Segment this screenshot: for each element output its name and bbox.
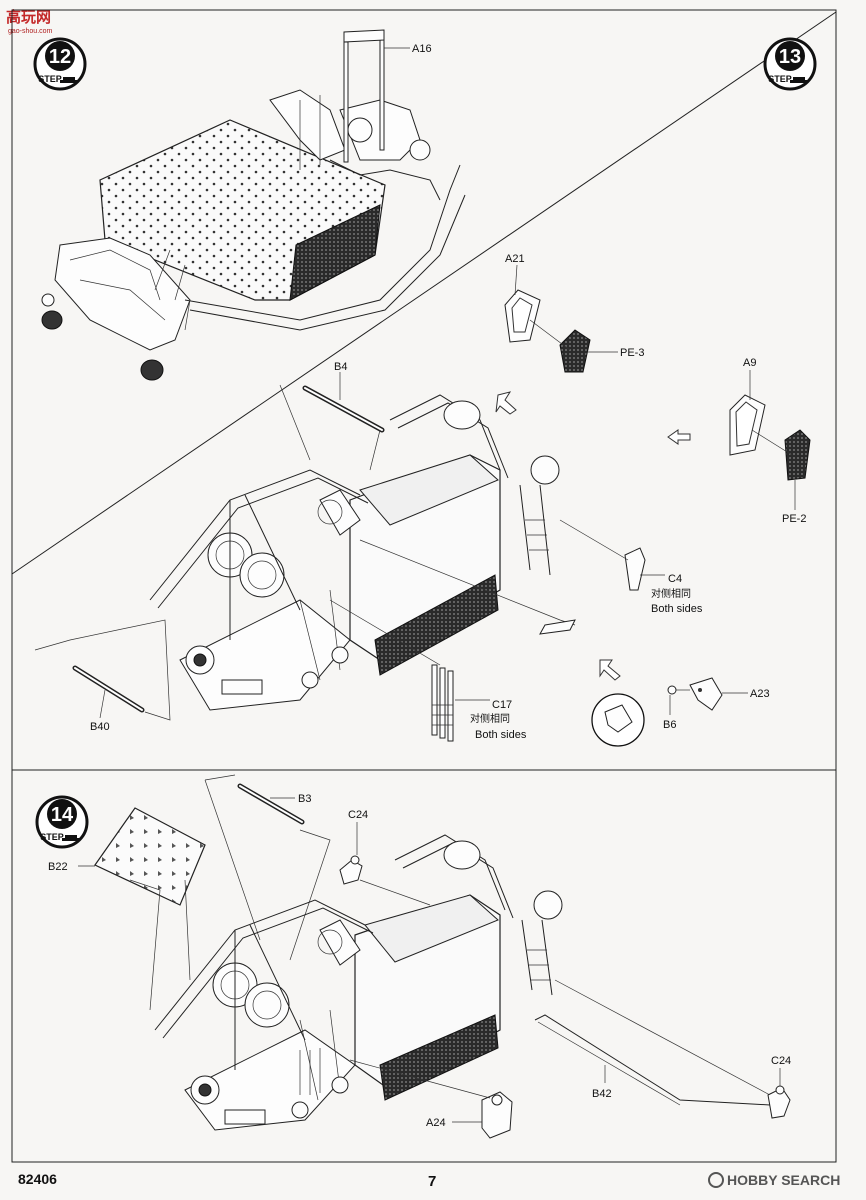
label-pe3: PE-3: [620, 347, 644, 359]
label-b4: B4: [334, 361, 347, 373]
step-13-badge: 13 STEP: [763, 37, 817, 91]
part-c17: C17 对侧相同 Both sides: [329, 599, 527, 742]
mirror-a9-assembly: A9 PE-2: [729, 357, 811, 525]
label-c24-top: C24: [348, 809, 368, 821]
step-14-word: STEP: [40, 832, 64, 842]
step-13-number: 13: [779, 46, 801, 68]
step-12-chassis-drawing: [41, 29, 466, 381]
lower-frame: [11, 769, 837, 1163]
kit-code: 82406: [18, 1171, 57, 1187]
step-12-section: 12 STEP: [33, 29, 466, 381]
page-number: 7: [428, 1173, 436, 1190]
upper-frame: [11, 9, 837, 771]
label-c4-cn: 对侧相同: [651, 587, 691, 600]
label-b22: B22: [48, 861, 68, 873]
part-a24: A24: [349, 1059, 513, 1139]
part-b22: B22: [48, 807, 206, 1011]
tank-icon: [790, 77, 808, 83]
tank-icon: [62, 835, 80, 841]
step-13-chassis-drawing: [149, 394, 576, 711]
view-arrow-icon: [495, 391, 691, 681]
label-a23: A23: [750, 688, 770, 700]
label-a9: A9: [743, 357, 756, 369]
tank-icon: [60, 77, 78, 83]
label-c17-both-sides: Both sides: [475, 729, 527, 741]
label-c4: C4: [668, 573, 682, 585]
step-12-badge: 12 STEP: [33, 37, 87, 91]
page-footer: 82406 7 HOBBY SEARCH: [18, 1171, 840, 1190]
mirror-a21-assembly: A21 PE-3: [504, 253, 644, 373]
watermark-brand: HOBBY SEARCH: [727, 1172, 840, 1188]
step-14-badge: 14 STEP: [35, 795, 89, 849]
callout-a16: A16: [384, 43, 432, 55]
part-c4: C4 对侧相同 Both sides: [559, 519, 703, 615]
diagonal-divider: [11, 11, 837, 575]
step-14-chassis-drawing: [154, 834, 563, 1131]
watermark-site-url: gao-shou.com: [8, 28, 53, 35]
step-13-word: STEP: [768, 74, 792, 84]
step-12-number: 12: [49, 46, 71, 68]
label-c17: C17: [492, 699, 512, 711]
part-a23-b6: A23 B6: [591, 677, 770, 747]
label-c24-right: C24: [771, 1055, 791, 1067]
step-12-word: STEP: [38, 74, 62, 84]
label-a24: A24: [426, 1117, 446, 1129]
label-b3: B3: [298, 793, 311, 805]
part-b3: B3: [204, 774, 331, 961]
step-13-section: 13 STEP A21 PE-3 A9 PE-2: [34, 37, 817, 747]
label-c4-both-sides: Both sides: [651, 603, 703, 615]
watermark-site-cn: 高玩网: [6, 8, 51, 26]
label-pe2: PE-2: [782, 513, 806, 525]
part-b4: B4: [279, 361, 385, 471]
label-a21: A21: [505, 253, 525, 265]
label-a16: A16: [412, 43, 432, 55]
part-c24-top: C24: [339, 809, 431, 906]
part-c24-right: C24: [767, 1055, 791, 1119]
label-b42: B42: [592, 1088, 612, 1100]
watermark-logo: 高玩网 gao-shou.com: [6, 8, 53, 35]
step-14-section: 14 STEP B22 B3 C24: [35, 774, 791, 1139]
label-c17-cn: 对侧相同: [470, 712, 510, 725]
watermark-hobby-search: HOBBY SEARCH: [708, 1172, 840, 1188]
part-b42: B42: [534, 979, 771, 1106]
step-14-number: 14: [51, 804, 74, 826]
label-b6: B6: [663, 719, 676, 731]
hobby-search-logo-icon: [708, 1172, 724, 1188]
label-b40: B40: [90, 721, 110, 733]
part-b40: B40: [34, 619, 171, 733]
